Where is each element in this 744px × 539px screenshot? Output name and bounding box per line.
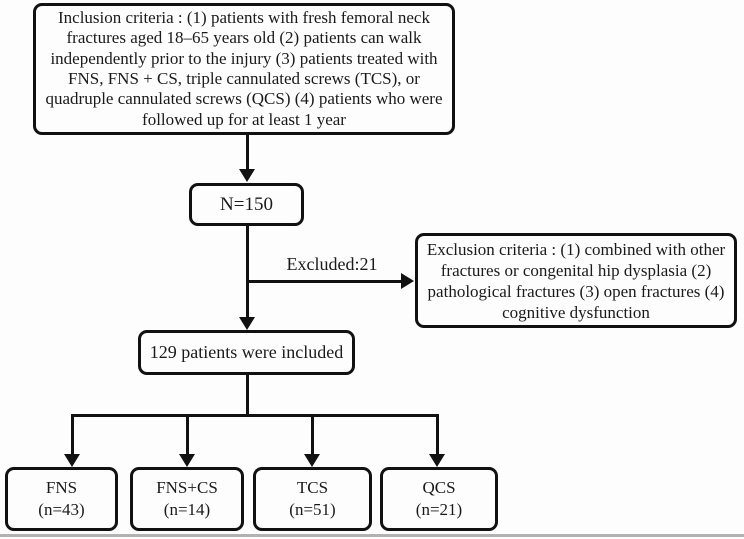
inclusion-criteria-line: quadruple cannulated screws (QCS) (4) pa… xyxy=(45,89,443,109)
group-box-tcs: TCS (n=51) xyxy=(253,467,372,531)
included-patients-label: 129 patients were included xyxy=(149,342,344,362)
group-name: TCS xyxy=(296,478,329,497)
exclusion-criteria-line: cognitive dysfunction xyxy=(502,302,650,322)
arrow-down-icon xyxy=(179,454,195,467)
connector-excluded-branch xyxy=(247,279,401,283)
arrow-down-icon xyxy=(239,169,255,182)
connector-branch-qcs xyxy=(435,416,439,455)
arrow-right-icon xyxy=(401,273,414,289)
arrow-down-icon xyxy=(304,454,320,467)
arrow-down-icon xyxy=(429,454,445,467)
scan-artifact-line xyxy=(0,534,744,537)
group-count: (n=43) xyxy=(38,500,85,519)
inclusion-criteria-box: Inclusion criteria : (1) patients with f… xyxy=(33,3,455,135)
exclusion-criteria-line: Exclusion criteria : (1) combined with o… xyxy=(426,239,726,259)
exclusion-criteria-line: pathological fractures (3) open fracture… xyxy=(427,281,725,301)
connector-n150-to-included xyxy=(245,226,249,318)
connector-branch-tcs xyxy=(310,416,314,455)
inclusion-criteria-line: FNS, FNS + CS, triple cannulated screws … xyxy=(68,69,420,88)
connector-included-stem xyxy=(245,375,249,417)
arrow-down-icon xyxy=(64,454,80,467)
inclusion-criteria-line: fractures aged 18–65 years old (2) patie… xyxy=(66,28,422,48)
group-box-fnscs: FNS+CS (n=14) xyxy=(130,467,244,531)
exclusion-criteria-box: Exclusion criteria : (1) combined with o… xyxy=(415,233,737,328)
group-count: (n=51) xyxy=(289,500,336,519)
n150-label: N=150 xyxy=(220,193,273,215)
arrow-down-icon xyxy=(239,317,255,330)
group-name: FNS xyxy=(45,478,78,497)
connector-branch-bar xyxy=(70,414,439,417)
inclusion-criteria-line: independently prior to the injury (3) pa… xyxy=(50,48,438,68)
group-name: FNS+CS xyxy=(156,478,218,497)
inclusion-criteria-line: Inclusion criteria : (1) patients with f… xyxy=(58,7,430,27)
group-count: (n=21) xyxy=(415,500,463,519)
included-patients-box: 129 patients were included xyxy=(138,330,355,375)
connector-branch-fnscs xyxy=(185,416,189,455)
connector-branch-fns xyxy=(70,416,74,455)
group-count: (n=14) xyxy=(163,500,211,519)
n150-box: N=150 xyxy=(189,183,304,226)
exclusion-criteria-line: fractures or congenital hip dysplasia (2… xyxy=(440,260,712,280)
inclusion-criteria-line: followed up for at least 1 year xyxy=(142,109,346,129)
connector-inclusion-to-n150 xyxy=(245,135,249,170)
group-box-fns: FNS (n=43) xyxy=(5,467,118,531)
group-name: QCS xyxy=(422,478,456,497)
excluded-count-label: Excluded:21 xyxy=(286,254,378,274)
group-box-qcs: QCS (n=21) xyxy=(380,467,498,531)
